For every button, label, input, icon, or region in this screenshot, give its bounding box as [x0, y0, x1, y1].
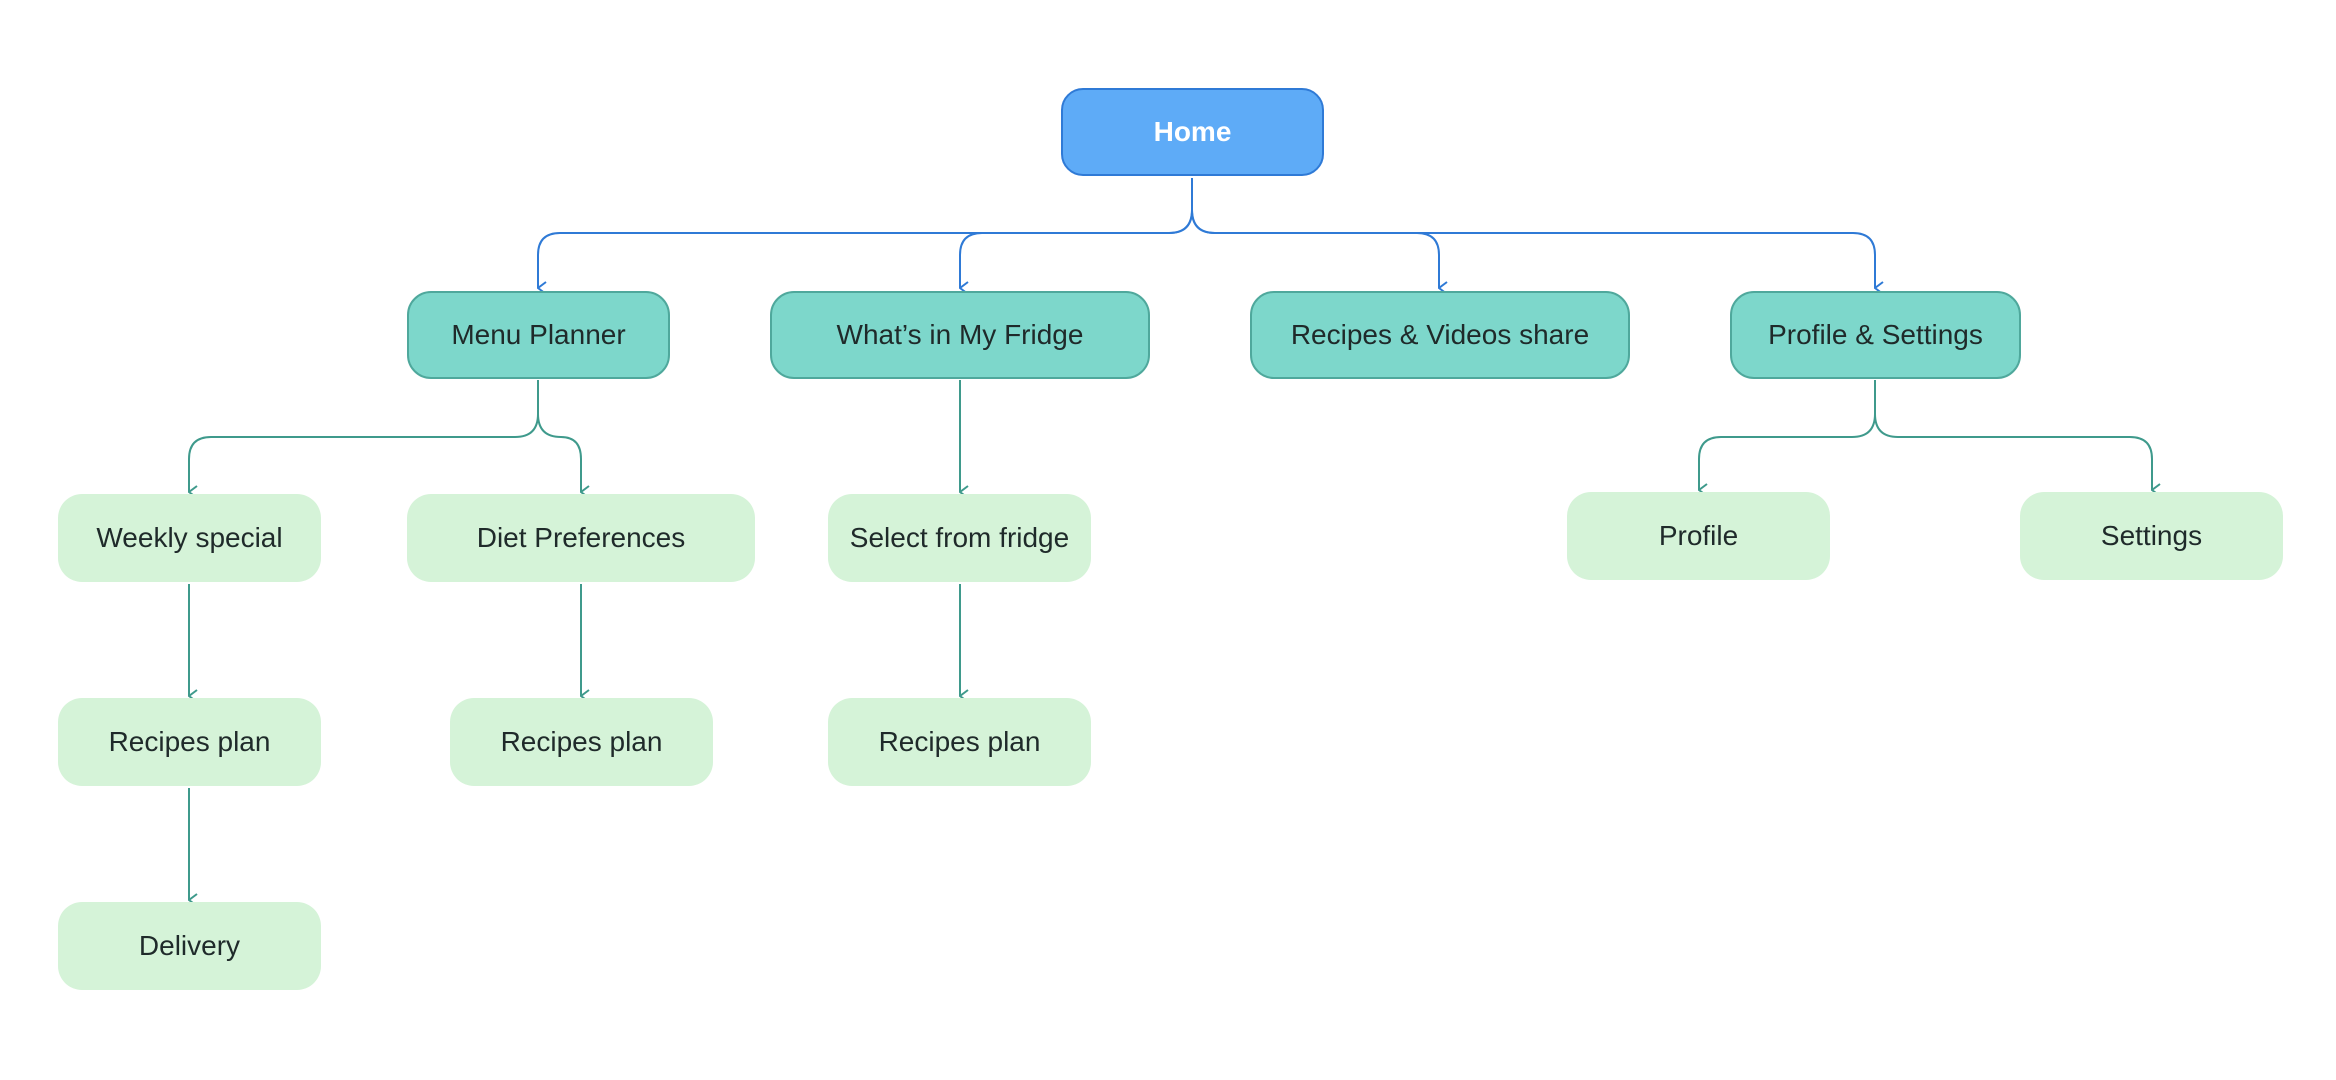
- link-profile-settings-profile: [1698, 380, 1876, 490]
- node-select-from-fridge[interactable]: Select from fridge: [828, 494, 1091, 582]
- link-menu-planner-diet-preferences: [537, 413, 581, 492]
- node-profile-settings[interactable]: Profile & Settings: [1730, 291, 2021, 379]
- link-menu-planner-weekly-special: [188, 380, 539, 492]
- node-weekly-special[interactable]: Weekly special: [58, 494, 321, 582]
- link-home-recipes-videos: [1191, 209, 1439, 288]
- link-profile-settings-settings: [1874, 413, 2152, 490]
- node-recipes-plan-weekly[interactable]: Recipes plan: [58, 698, 321, 786]
- node-diet-preferences[interactable]: Diet Preferences: [407, 494, 755, 582]
- node-recipes-plan-fridge[interactable]: Recipes plan: [828, 698, 1091, 786]
- node-delivery[interactable]: Delivery: [58, 902, 321, 990]
- node-whats-in-my-fridge[interactable]: What’s in My Fridge: [770, 291, 1150, 379]
- node-recipes-plan-diet[interactable]: Recipes plan: [450, 698, 713, 786]
- node-profile[interactable]: Profile: [1567, 492, 1830, 580]
- node-settings[interactable]: Settings: [2020, 492, 2283, 580]
- node-home[interactable]: Home: [1061, 88, 1324, 176]
- link-home-profile-settings: [1191, 209, 1875, 288]
- node-recipes-videos-share[interactable]: Recipes & Videos share: [1250, 291, 1630, 379]
- node-menu-planner[interactable]: Menu Planner: [407, 291, 670, 379]
- link-home-fridge: [959, 209, 1193, 288]
